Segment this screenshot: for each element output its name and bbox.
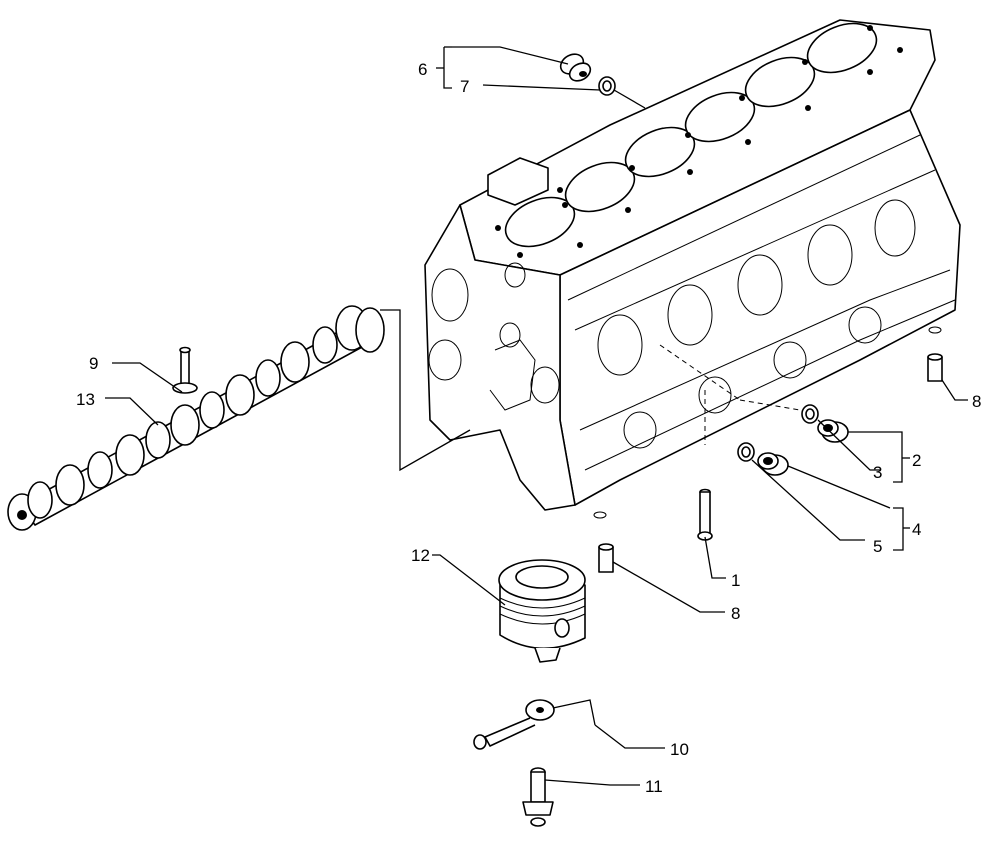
part-9-pin [172, 346, 198, 394]
callout-8-right: 8 [972, 392, 981, 411]
part-8-dowel-lower [598, 543, 614, 573]
part-2-plug [817, 419, 849, 443]
camshaft [7, 305, 385, 531]
engine-block [424, 19, 961, 519]
callout-5: 5 [873, 537, 882, 556]
callout-4: 4 [912, 520, 921, 539]
part-10-oil-jet [473, 699, 596, 750]
part-1-bolt [697, 488, 713, 541]
callout-1: 1 [731, 571, 740, 590]
callout-10: 10 [670, 740, 689, 759]
part-12-piston [498, 559, 586, 663]
part-3-washer [801, 404, 819, 424]
leader-lines [105, 46, 968, 786]
part-7-washer [598, 76, 616, 96]
callout-12: 12 [411, 546, 430, 565]
callout-8-lower: 8 [731, 604, 740, 623]
callout-9: 9 [89, 354, 98, 373]
part-6-plug [559, 53, 592, 82]
callout-2: 2 [912, 451, 921, 470]
part-11-screw [522, 767, 554, 827]
callout-7: 7 [460, 77, 469, 96]
part-4-plug [757, 452, 789, 476]
part-8-dowel-right [927, 353, 943, 382]
callout-3: 3 [873, 463, 882, 482]
part-5-washer [737, 442, 755, 462]
callout-11: 11 [645, 777, 663, 796]
callout-6: 6 [418, 60, 427, 79]
callout-13: 13 [76, 390, 95, 409]
